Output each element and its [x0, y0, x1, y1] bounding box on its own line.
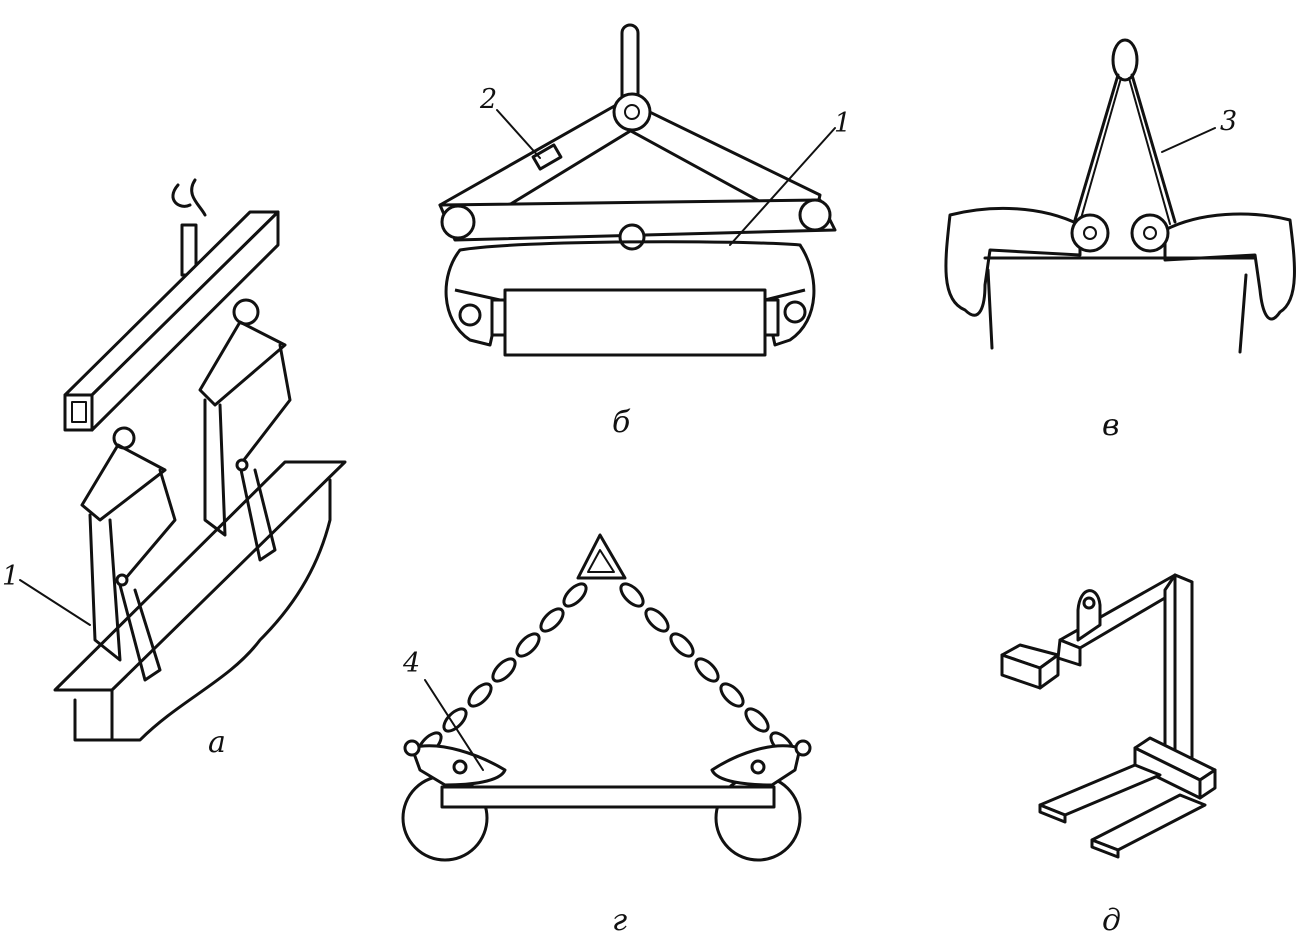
plate-right	[1238, 273, 1248, 354]
label-plate	[531, 143, 563, 171]
jaw-left	[444, 249, 502, 347]
frame-mast	[1173, 573, 1194, 782]
chain-anchor-left	[403, 739, 421, 757]
frame-mast-side	[1163, 573, 1177, 774]
roller-right-hub	[1143, 226, 1157, 240]
bracket-right	[1163, 212, 1296, 321]
rope-slings-inner	[1079, 77, 1171, 225]
chain-right	[619, 582, 795, 757]
roller-left-hub	[1083, 226, 1097, 240]
callout-2: 2	[479, 84, 497, 115]
callout-3-leader	[1161, 127, 1216, 153]
fork-tine-2	[1090, 793, 1207, 852]
pivot-right-b	[798, 198, 832, 232]
chain-anchor-right	[794, 739, 812, 757]
load-pad-right	[763, 298, 780, 337]
callout-4-leader	[424, 679, 484, 771]
scissor-upper-left	[80, 443, 167, 522]
chain-link-right	[232, 298, 260, 326]
scissor-arm-right	[203, 398, 227, 537]
pivot-right	[235, 458, 249, 472]
callout-3: 3	[1220, 106, 1237, 137]
fork-tine-2-edge	[1090, 838, 1120, 859]
scissor-arm-left-2	[118, 468, 177, 682]
panel-b-clamp: 2 1 б	[438, 23, 851, 440]
traverse-beam-side	[90, 210, 280, 432]
callout-1-leader-b	[729, 127, 836, 246]
scissor-arm-left	[88, 513, 122, 662]
caption-g: г	[612, 903, 627, 938]
plate-left	[986, 268, 994, 350]
callout-1-leader-a	[19, 579, 91, 626]
jaw-bridge	[458, 240, 802, 252]
lug-hole	[1082, 596, 1096, 610]
frame-top-end	[1056, 638, 1082, 667]
cam-pin-right	[750, 759, 766, 775]
callout-4: 4	[402, 648, 420, 679]
chain-left	[417, 582, 588, 757]
load-flange-top	[53, 460, 347, 692]
roller-right	[1130, 213, 1170, 253]
load-pad-left	[490, 298, 507, 337]
beam-hollow	[71, 401, 87, 423]
cam-pin-left	[452, 759, 468, 775]
caption-b: б	[612, 405, 631, 440]
panel-a-clamp: 1 а	[2, 178, 347, 760]
chain-ring-inner	[587, 549, 615, 573]
roller-left	[1070, 213, 1110, 253]
scissor-upper-right	[198, 320, 287, 407]
jaw-pin-right	[783, 300, 807, 324]
counterweight-side	[1038, 653, 1060, 690]
top-pivot	[612, 92, 652, 132]
pivot-left	[115, 573, 129, 587]
jaw-pin-left	[458, 303, 482, 327]
fork-base-side	[1198, 768, 1217, 800]
panel-v-clamp: 3 в	[944, 38, 1296, 443]
caption-v: в	[1102, 408, 1119, 443]
traverse-beam-end	[63, 393, 94, 432]
callout-1-b: 1	[834, 108, 851, 139]
bracket-left	[944, 206, 1082, 317]
caption-d: д	[1102, 903, 1121, 938]
caption-a: а	[208, 725, 226, 760]
panel-g-clamp: 4 г	[401, 533, 812, 938]
scissor-arm-right-2	[238, 343, 292, 562]
fork-tine-1	[1038, 763, 1162, 817]
clamped-load	[503, 288, 767, 357]
rope-slings	[1073, 73, 1177, 224]
load-web-outline	[73, 478, 332, 742]
crane-hook-icon	[171, 178, 207, 217]
top-pivot-inner	[624, 104, 640, 120]
callout-2-leader	[496, 109, 541, 159]
clamped-sheet	[440, 785, 776, 809]
rope-loop	[1111, 38, 1139, 82]
pivot-left-b	[440, 204, 476, 240]
pivot-center-b	[618, 223, 646, 251]
callout-1-a: 1	[2, 561, 19, 592]
fork-tine-1-edge	[1038, 803, 1067, 824]
panel-d-fork: д	[1000, 573, 1217, 938]
